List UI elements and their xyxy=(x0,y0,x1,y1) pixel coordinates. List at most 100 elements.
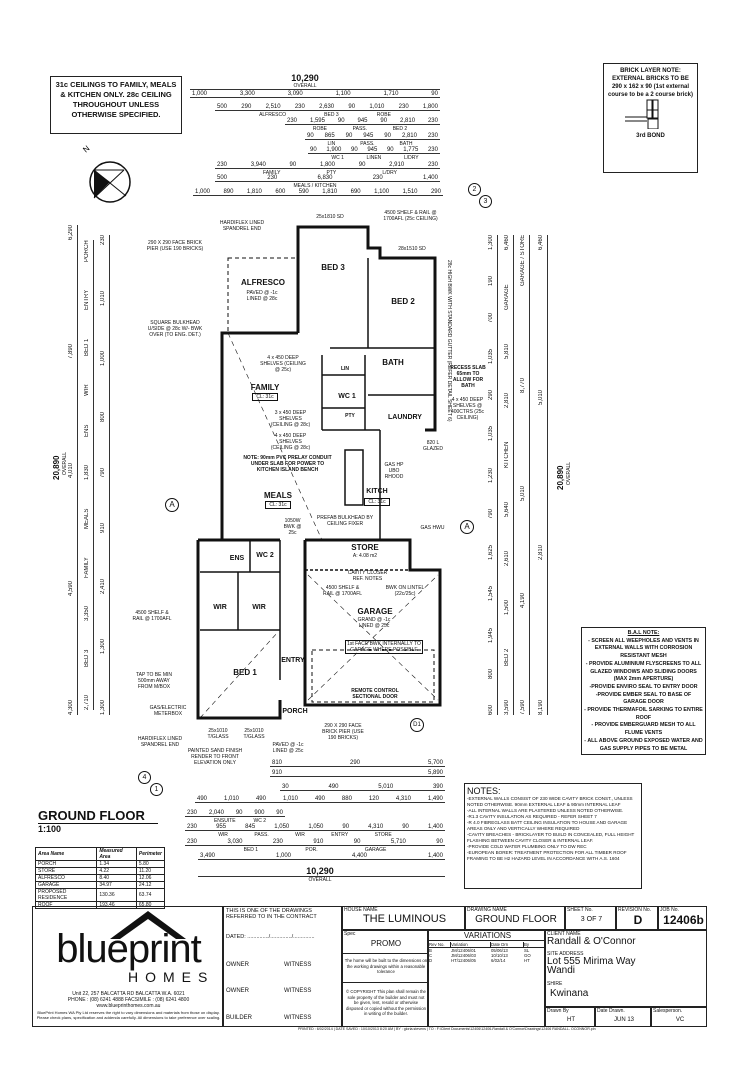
roof-logo-icon xyxy=(110,911,186,939)
notes-item: -EXTERNAL WALLS CONSIST OF 230 WIDE CAVI… xyxy=(467,796,633,807)
section-marker-a-left: A xyxy=(165,498,179,512)
section-marker-a-right: A xyxy=(460,520,474,534)
date-drawn: JUN 13 xyxy=(613,1017,634,1023)
ceiling-line xyxy=(199,631,279,719)
exterior-wall xyxy=(196,540,282,720)
kitchen-island xyxy=(344,449,364,506)
revision-cell: REVISION No. D xyxy=(616,906,658,930)
brick-layer-note: BRICK LAYER NOTE: EXTERNAL BRICKS TO BE … xyxy=(603,63,698,173)
variation-cell: HT/12406/05 xyxy=(451,958,476,963)
shire: Kwinana xyxy=(550,988,589,999)
brick-note-caption: 3rd BOND xyxy=(636,133,665,139)
witness-label: WITNESS xyxy=(284,988,312,994)
plan-note: HARDIFLEX LINED SPANDREL END xyxy=(137,736,183,748)
variations-header: Date Drn xyxy=(491,942,524,948)
general-notes: NOTES: -EXTERNAL WALLS CONSIST OF 230 WI… xyxy=(464,783,642,889)
room-meals: MEALS xyxy=(264,491,292,500)
exterior-wall xyxy=(303,538,442,707)
ceiling-line xyxy=(227,332,323,541)
variations-title: VARIATIONS xyxy=(429,931,546,941)
variations-header: Variation xyxy=(451,942,491,948)
plan-note: PREFAB BULKHEAD BY CEILING FIXER xyxy=(316,515,374,527)
brick-bond-detail-icon xyxy=(624,99,658,130)
plan-note: 25x1010 T/GLASS xyxy=(207,728,229,740)
garage-door xyxy=(311,649,435,703)
spec-label: Spec xyxy=(344,931,356,937)
section-marker-1: 1 xyxy=(150,783,163,796)
variation-cell: JM/12406/03 xyxy=(451,953,476,958)
room-pantry: PTY xyxy=(345,413,355,419)
copyright-note: © COPYRIGHT This plan shall remain the s… xyxy=(345,989,426,1016)
job-cell: JOB No. 12406b xyxy=(658,906,707,930)
exterior-wall xyxy=(220,331,298,540)
plan-note: 25x1010 T/GLASS xyxy=(243,728,265,740)
company-disclaimer: BluePrint Homes WA Pty Ltd reserves the … xyxy=(36,1010,221,1020)
room-porch: PORCH xyxy=(282,708,308,715)
header-cell: Area Name xyxy=(34,847,98,861)
variation-cell: 10/10/13 xyxy=(491,953,508,958)
plan-title: GROUND FLOOR xyxy=(38,808,158,824)
salesperson-cell: Salesperson. VC xyxy=(651,1007,707,1027)
room-alfresco: ALFRESCO xyxy=(241,278,285,287)
plan-note: BWK ON LINTEL (22c/25c) xyxy=(385,585,425,597)
date-drawn-label: Date Drawn. xyxy=(597,1008,625,1014)
room-entry: ENTRY xyxy=(281,657,305,664)
room-laundry: LAUNDRY xyxy=(388,414,422,421)
notes-item: -R 4.0 FIBREGLASS BATT CEILING INSULATIO… xyxy=(467,820,628,831)
site-address-line2: Wandi xyxy=(547,965,575,976)
plan-note: GAS/ELECTRIC METERBOX xyxy=(149,705,187,717)
spec-cell: Spec PROMO The home will be built to the… xyxy=(342,930,429,1027)
house-name-cell: HOUSE NAME THE LUMINOUS xyxy=(342,906,465,930)
porch-note: PAVED @ -1c LINED @ 25c xyxy=(272,742,304,754)
drawing-name-cell: DRAWING NAME GROUND FLOOR xyxy=(465,906,565,930)
top-dim-labels: MEALS / KITCHEN xyxy=(293,183,337,189)
company-address: Unit 22, 257 BALCATTA RD BALCATTA W.A. 6… xyxy=(72,991,185,997)
plan-note: 25x1810 SD xyxy=(316,214,344,220)
revision-number: D xyxy=(633,913,643,927)
bal-note: B.A.L NOTE: - SCREEN ALL WEEPHOLES AND V… xyxy=(581,627,706,755)
room-wc-1: WC 1 xyxy=(338,393,356,400)
contract-cell: THIS IS ONE OF THE DRAWINGS REFERRED TO … xyxy=(223,906,342,1027)
site-address-line1: Lot 555 Mirima Way xyxy=(547,956,636,967)
revision-label: REVISION No. xyxy=(618,907,652,913)
company-website[interactable]: www.blueprinthomes.com.au xyxy=(96,1003,161,1009)
variation-cell: D xyxy=(429,958,433,963)
bottom-overall-line xyxy=(198,876,445,877)
room-wir-2: WIR xyxy=(252,604,266,611)
variation-cell: C xyxy=(429,953,433,958)
company-phone: PHONE : (08) 6241 4888 FACSIMILE : (08) … xyxy=(67,997,190,1003)
section-marker-2: 2 xyxy=(468,183,481,196)
plan-note: 4500 SHELF & RAIL @ 1700AFL (25c CEILING… xyxy=(383,210,438,222)
brick-note-body: EXTERNAL BRICKS TO BE 290 x 162 x 90 (1s… xyxy=(607,76,694,98)
plan-note: 4 x 450 DEEP SHELVES (CEILING @ 28c) xyxy=(270,433,311,451)
room-store: STORE xyxy=(351,543,379,552)
house-name-label: HOUSE NAME xyxy=(344,907,378,913)
plan-note: 4 x 450 DEEP SHELVES (CEILING @ 25c) xyxy=(260,355,306,373)
room-wir-1: WIR xyxy=(213,604,227,611)
bal-note-item: -PROVIDE ENVIRO SEAL TO ENTRY DOOR xyxy=(589,683,698,690)
top-overall-label: OVERALL xyxy=(293,83,317,89)
bal-note-item: -PROVIDE EMBER SEAL TO BASE OF GARAGE DO… xyxy=(595,691,692,706)
store-area: A: 4.08 m2 xyxy=(352,553,378,559)
plan-note: 820 L GLAZED xyxy=(422,440,443,452)
room-family: FAMILY xyxy=(250,383,280,392)
owner-label: OWNER xyxy=(226,988,249,994)
dated-field: DATED: ............../............../...… xyxy=(226,934,315,940)
notes-title: NOTES: xyxy=(467,786,501,796)
bottom-overall-dim: 10,290 xyxy=(306,866,334,876)
plan-note: TAP TO BE MIN 500mm AWAY FROM M/BOX xyxy=(135,672,173,690)
